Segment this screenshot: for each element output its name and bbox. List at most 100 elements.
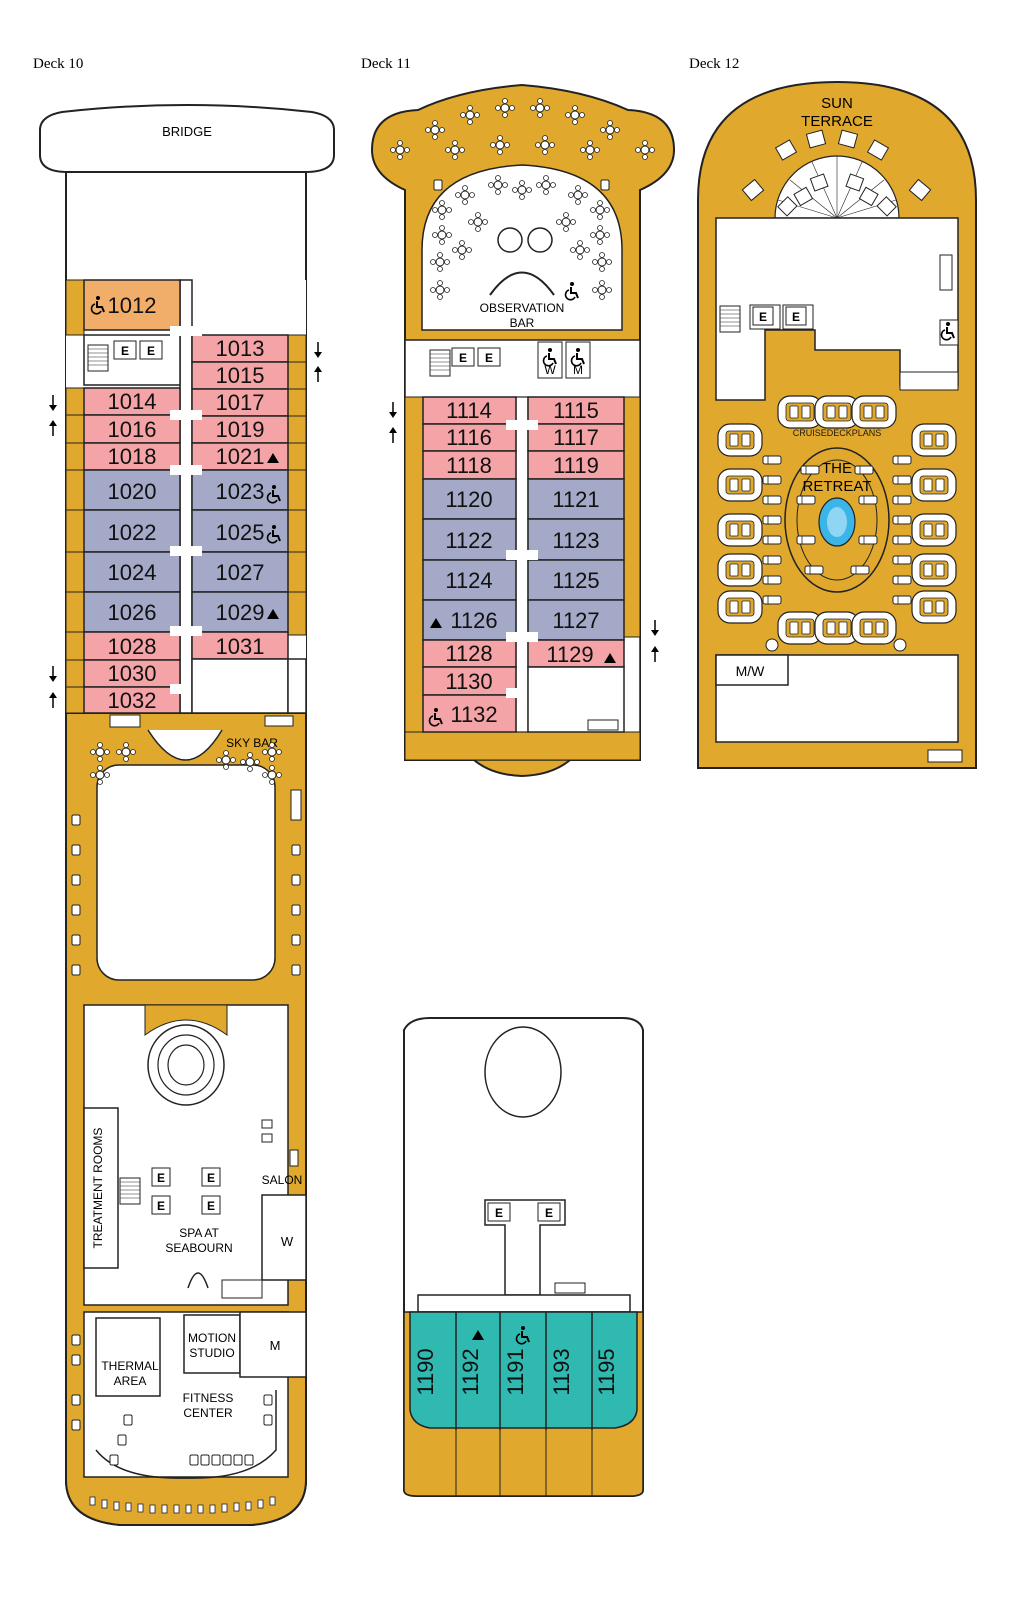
cabin-1126[interactable] bbox=[422, 599, 517, 641]
cabin-1028-label: 1028 bbox=[108, 634, 157, 659]
cabin-1026[interactable] bbox=[83, 591, 181, 633]
cabin-1192-label: 1192 bbox=[458, 1348, 483, 1395]
sun-terrace-label-2: TERRACE bbox=[801, 113, 873, 130]
women-label: W bbox=[544, 363, 556, 377]
deck-10-title: Deck 10 bbox=[33, 56, 84, 72]
stairs-up-icon bbox=[388, 426, 398, 444]
cabin-1022[interactable] bbox=[83, 509, 181, 553]
deck-11-title: Deck 11 bbox=[361, 56, 411, 72]
deck-11-aft: E E 1190 1192 1191 1193 1195 bbox=[403, 1017, 644, 1497]
retreat-label-1: THE bbox=[822, 460, 852, 477]
observation-bar-label-1: OBSERVATION bbox=[480, 301, 565, 315]
cabin-1016-label: 1016 bbox=[108, 417, 157, 442]
watermark-label: CRUISEDECKPLANS bbox=[793, 428, 882, 438]
retreat-label-2: RETREAT bbox=[803, 478, 872, 495]
cabin-1015[interactable] bbox=[191, 361, 289, 390]
cabin-1130[interactable] bbox=[422, 666, 517, 696]
stairs-up-icon bbox=[48, 691, 58, 709]
observation-bar-label-2: BAR bbox=[510, 316, 535, 330]
spa-label-2: SEABOURN bbox=[165, 1241, 232, 1255]
cabin-1130-label: 1130 bbox=[445, 669, 492, 694]
triangle-icon bbox=[430, 618, 442, 628]
cabin-1032[interactable] bbox=[83, 686, 181, 714]
cabin-1012[interactable] bbox=[83, 279, 181, 331]
elevator-label: E bbox=[207, 1199, 215, 1213]
deck-10-pool-area bbox=[96, 764, 276, 981]
cabin-1020-label: 1020 bbox=[108, 479, 157, 504]
salon-label: SALON bbox=[262, 1173, 303, 1187]
cabin-1118[interactable] bbox=[422, 450, 517, 480]
cabin-1119-label: 1119 bbox=[553, 453, 599, 478]
cabin-1195-label: 1195 bbox=[594, 1348, 619, 1395]
cabin-1017[interactable] bbox=[191, 388, 289, 417]
cabin-1019[interactable] bbox=[191, 415, 289, 444]
cabin-1018-label: 1018 bbox=[108, 444, 157, 469]
cabin-1124-label: 1124 bbox=[445, 568, 492, 593]
cabin-1128[interactable] bbox=[422, 639, 517, 668]
cabin-1015-label: 1015 bbox=[216, 363, 265, 388]
cabin-1193-label: 1193 bbox=[549, 1348, 574, 1395]
cabin-1030-label: 1030 bbox=[108, 661, 157, 686]
cabin-1129-label: 1129 bbox=[546, 642, 593, 667]
cabin-1126-label: 1126 bbox=[450, 608, 497, 633]
elevator-label: E bbox=[157, 1171, 165, 1185]
cabin-1023-label: 1023 bbox=[216, 479, 265, 504]
elevator-label: E bbox=[545, 1206, 553, 1220]
sky-bar-label: SKY BAR bbox=[226, 736, 278, 750]
fitness-center-label-1: FITNESS bbox=[183, 1391, 234, 1405]
cabin-1121[interactable] bbox=[527, 478, 625, 520]
cabin-1024[interactable] bbox=[83, 551, 181, 593]
elevator-label: E bbox=[759, 310, 767, 324]
cabin-1014-label: 1014 bbox=[108, 389, 157, 414]
elevator-label: E bbox=[485, 351, 493, 365]
deck-12-title: Deck 12 bbox=[689, 56, 740, 72]
stairs-up-icon bbox=[313, 365, 323, 383]
spa-label-1: SPA AT bbox=[179, 1226, 219, 1240]
stairs-up-icon bbox=[650, 645, 660, 663]
cabin-1031[interactable] bbox=[191, 631, 289, 660]
cabin-1014[interactable] bbox=[83, 387, 181, 416]
cabin-1190-label: 1190 bbox=[413, 1348, 438, 1395]
cabin-1016[interactable] bbox=[83, 414, 181, 444]
cabin-1115[interactable] bbox=[527, 396, 625, 425]
cabin-1017-label: 1017 bbox=[216, 390, 265, 415]
cabin-1018[interactable] bbox=[83, 442, 181, 471]
elevator-label: E bbox=[792, 310, 800, 324]
cabin-1127[interactable] bbox=[527, 599, 625, 641]
cabin-1125[interactable] bbox=[527, 559, 625, 601]
cabin-1012-label: 1012 bbox=[108, 293, 157, 318]
cabin-1120[interactable] bbox=[422, 478, 517, 520]
cabin-1013-label: 1013 bbox=[216, 336, 265, 361]
triangle-icon bbox=[267, 453, 279, 463]
fitness-center-label-2: CENTER bbox=[183, 1406, 233, 1420]
cabin-1118-label: 1118 bbox=[446, 453, 492, 478]
cabin-1019-label: 1019 bbox=[216, 417, 265, 442]
motion-studio-label-1: MOTION bbox=[188, 1331, 236, 1345]
elevator-label: E bbox=[495, 1206, 503, 1220]
cabin-1132[interactable] bbox=[422, 694, 517, 733]
cabin-1123-label: 1123 bbox=[552, 528, 599, 553]
cabin-1027-label: 1027 bbox=[216, 560, 265, 585]
triangle-icon bbox=[267, 609, 279, 619]
men-label: M bbox=[270, 1338, 281, 1353]
women-label: W bbox=[281, 1234, 294, 1249]
cabin-1119[interactable] bbox=[527, 450, 625, 480]
cabin-1030[interactable] bbox=[83, 659, 181, 688]
elevator-label: E bbox=[459, 351, 467, 365]
cabin-1132-label: 1132 bbox=[450, 702, 497, 727]
cabin-1026-label: 1026 bbox=[108, 600, 157, 625]
cabin-1025-label: 1025 bbox=[216, 520, 265, 545]
elevator-label: E bbox=[121, 344, 129, 358]
cabin-1122[interactable] bbox=[422, 518, 517, 561]
cabin-1032-label: 1032 bbox=[108, 688, 157, 713]
mw-restroom-label: M/W bbox=[736, 663, 766, 679]
cabin-1121-label: 1121 bbox=[552, 487, 599, 512]
elevator-label: E bbox=[147, 344, 155, 358]
triangle-icon bbox=[472, 1330, 484, 1340]
cabin-1125-label: 1125 bbox=[552, 568, 599, 593]
triangle-icon bbox=[604, 653, 616, 663]
cabin-1116-label: 1116 bbox=[446, 425, 492, 450]
cabin-1021-label: 1021 bbox=[216, 444, 265, 469]
motion-studio-label-2: STUDIO bbox=[189, 1346, 234, 1360]
